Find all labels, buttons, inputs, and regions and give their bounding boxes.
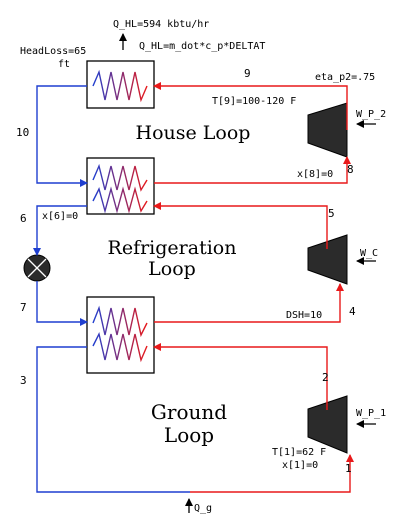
- x8-label: x[8]=0: [297, 169, 333, 180]
- refrigeration-loop-label-1: Refrigeration: [108, 237, 237, 259]
- state-9: 9: [244, 67, 251, 80]
- w-p1-label: W_P_1: [356, 408, 386, 419]
- t1-label: T[1]=62 F: [272, 447, 326, 458]
- state-4: 4: [349, 305, 356, 318]
- stream-3: [36, 346, 190, 493]
- stream-1: [190, 454, 354, 493]
- evaporator-coil-lower: [92, 331, 148, 363]
- t9-label: T[9]=100-120 F: [212, 96, 296, 107]
- x1-label: x[1]=0: [282, 460, 318, 471]
- condenser-coil-lower: [92, 186, 148, 214]
- state-5: 5: [328, 207, 335, 220]
- w-c-label: W_C: [360, 248, 378, 259]
- stream-5: [153, 202, 328, 249]
- stream-2: [153, 343, 328, 410]
- stream-6: [33, 205, 87, 256]
- house-loop-label: House Loop: [136, 122, 251, 144]
- house-hx-coil: [92, 69, 148, 103]
- q-hl-equation: Q_HL=m_dot*c_p*DELTAT: [139, 41, 265, 52]
- stream-9: [153, 82, 348, 130]
- state-1: 1: [345, 462, 352, 475]
- eta-label: eta_p2=.75: [315, 72, 375, 83]
- state-2: 2: [322, 371, 329, 384]
- condenser-coil-upper: [92, 163, 148, 192]
- valve-cross-b: [27, 258, 47, 278]
- pump-1-icon: [307, 395, 348, 454]
- stream-7: [36, 281, 88, 326]
- state-8: 8: [347, 163, 354, 176]
- w-p2-label: W_P_2: [356, 109, 386, 120]
- pump-2-icon: [307, 102, 348, 158]
- stream-4: [154, 283, 344, 323]
- evaporator-heat-exchanger: [86, 296, 155, 374]
- refrigeration-loop-label-2: Loop: [148, 258, 196, 280]
- state-10: 10: [16, 126, 29, 139]
- stream-10: [36, 85, 88, 187]
- evaporator-coil-upper: [92, 305, 148, 338]
- state-6: 6: [20, 212, 27, 225]
- state-7: 7: [20, 301, 27, 314]
- ground-loop-label-1: Ground: [151, 400, 227, 424]
- headloss-label-2: ft: [58, 59, 70, 70]
- compressor-icon: [307, 234, 348, 285]
- ground-loop-label-2: Loop: [164, 423, 214, 447]
- q-g-label: Q_g: [194, 503, 212, 514]
- q-hl-label: Q_HL=594 kbtu/hr: [113, 19, 209, 30]
- headloss-label-1: HeadLoss=65: [20, 46, 86, 57]
- state-3: 3: [20, 374, 27, 387]
- stream-8: [154, 156, 351, 184]
- dsh-label: DSH=10: [286, 310, 322, 321]
- x6-label: x[6]=0: [42, 211, 78, 222]
